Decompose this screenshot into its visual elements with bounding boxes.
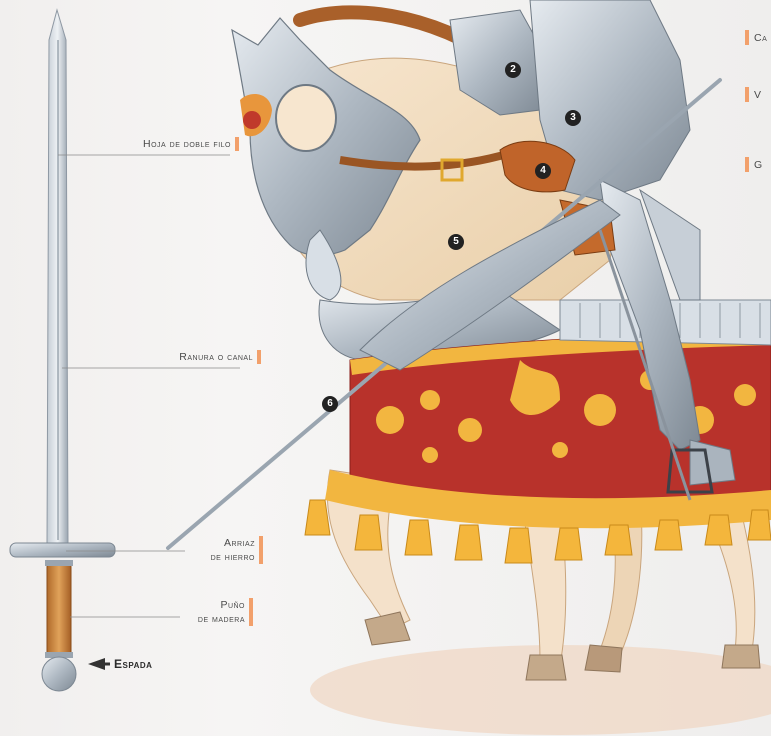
label-arriaz: Arriaz de hierro [211, 534, 263, 566]
label-hoja: Hoja de doble filo [143, 135, 239, 153]
label-ranura: Ranura o canal [179, 348, 261, 366]
right-bar-1 [745, 30, 749, 45]
label-right-2: V [754, 86, 762, 104]
marker-3: 3 [565, 110, 581, 126]
marker-4: 4 [535, 163, 551, 179]
sword-graphic [10, 10, 115, 691]
label-espada: Espada [114, 655, 152, 673]
marker-2: 2 [505, 62, 521, 78]
espada-arrow [88, 658, 105, 670]
label-right-1: Ca [754, 29, 767, 47]
right-bar-2 [745, 87, 749, 102]
right-bar-3 [745, 157, 749, 172]
label-right-3: G [754, 156, 763, 174]
marker-6: 6 [322, 396, 338, 412]
marker-5: 5 [448, 234, 464, 250]
label-puno: Puño de madera [198, 596, 253, 628]
